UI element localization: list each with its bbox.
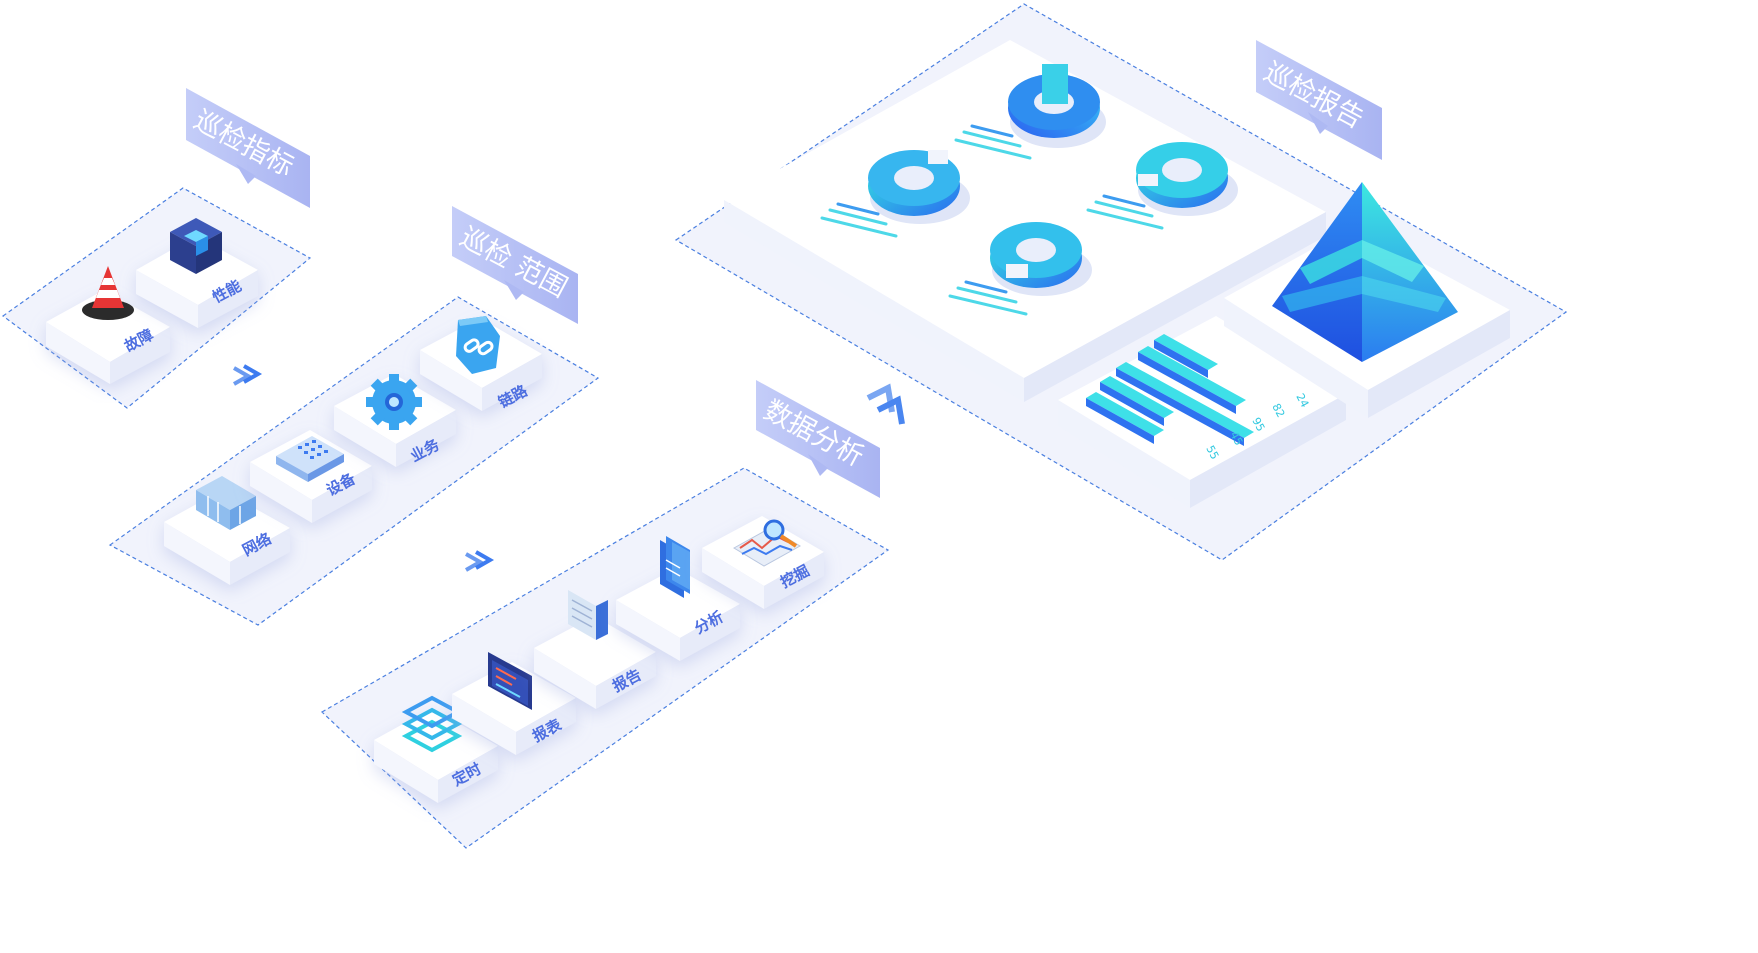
donut-chart-4 [990, 222, 1092, 296]
stage-report-panel: 24 82 95 45 55 巡检报告 [674, 3, 1568, 561]
stage-report-tag: 巡检报告 [1256, 40, 1382, 160]
stage-analysis-panel: 定时 报表 报告 [321, 380, 890, 849]
double-chevron-icon [233, 364, 263, 386]
block-schedule[interactable] [374, 708, 498, 803]
cube-chip-icon [170, 218, 222, 274]
bar-3 [1116, 362, 1254, 446]
block-fault[interactable] [46, 290, 170, 384]
stage-scope-panel: 网络 设备 [108, 206, 600, 626]
block-analysis[interactable] [616, 568, 740, 661]
bar-value-label-1: 24 [1293, 391, 1311, 409]
magnifier-chart-icon [733, 519, 801, 567]
file-stack-icon [660, 536, 690, 598]
donut-chart-2 [868, 150, 970, 224]
bar-5 [1086, 392, 1164, 444]
server-rack-icon [196, 476, 256, 530]
bar-value-label-5: 55 [1203, 443, 1221, 461]
pyramid-chart [1272, 182, 1458, 362]
bar-value-label-2: 82 [1269, 401, 1287, 419]
bar-4 [1100, 376, 1174, 426]
bar-value-label-3: 95 [1249, 415, 1267, 433]
gear-icon [366, 374, 422, 430]
block-report[interactable] [534, 616, 656, 709]
stage-indicators-panel: 故障 性能 巡检指标 [1, 88, 312, 409]
traffic-cone-icon [82, 266, 134, 320]
legend-lines [820, 124, 1164, 316]
stage-analysis-tag: 数据分析 [756, 380, 880, 498]
donut-chart-1 [1008, 64, 1106, 148]
dashboard-screen-icon [488, 652, 532, 710]
bar-chart [1086, 334, 1254, 446]
stage-indicators-tag: 巡检指标 [186, 88, 310, 208]
bar-value-label-4: 45 [1227, 429, 1245, 447]
donut-chart-3 [1136, 142, 1238, 216]
report-board [724, 40, 1326, 402]
bar-value-labels: 24 82 95 45 55 [1203, 391, 1311, 461]
bar-1 [1154, 334, 1218, 378]
document-icon [568, 590, 608, 640]
network-device-icon [276, 436, 344, 482]
link-icon [456, 316, 500, 374]
double-chevron-icon [465, 550, 495, 572]
bar-2 [1138, 346, 1246, 414]
double-chevron-icon [866, 383, 905, 425]
